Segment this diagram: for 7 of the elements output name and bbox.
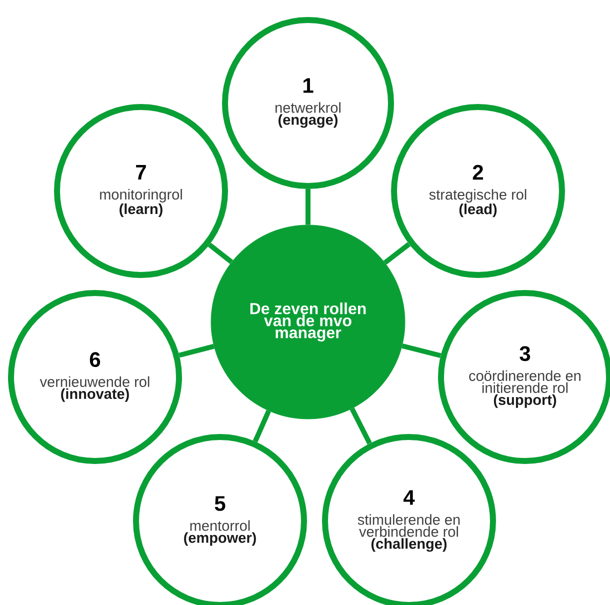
connector-line: [383, 242, 411, 265]
connector-line: [350, 408, 372, 445]
connector-line: [306, 189, 310, 225]
connector-line: [208, 242, 234, 264]
connector-line: [178, 344, 215, 358]
connector-line: [402, 343, 442, 358]
connector-line: [252, 410, 271, 442]
